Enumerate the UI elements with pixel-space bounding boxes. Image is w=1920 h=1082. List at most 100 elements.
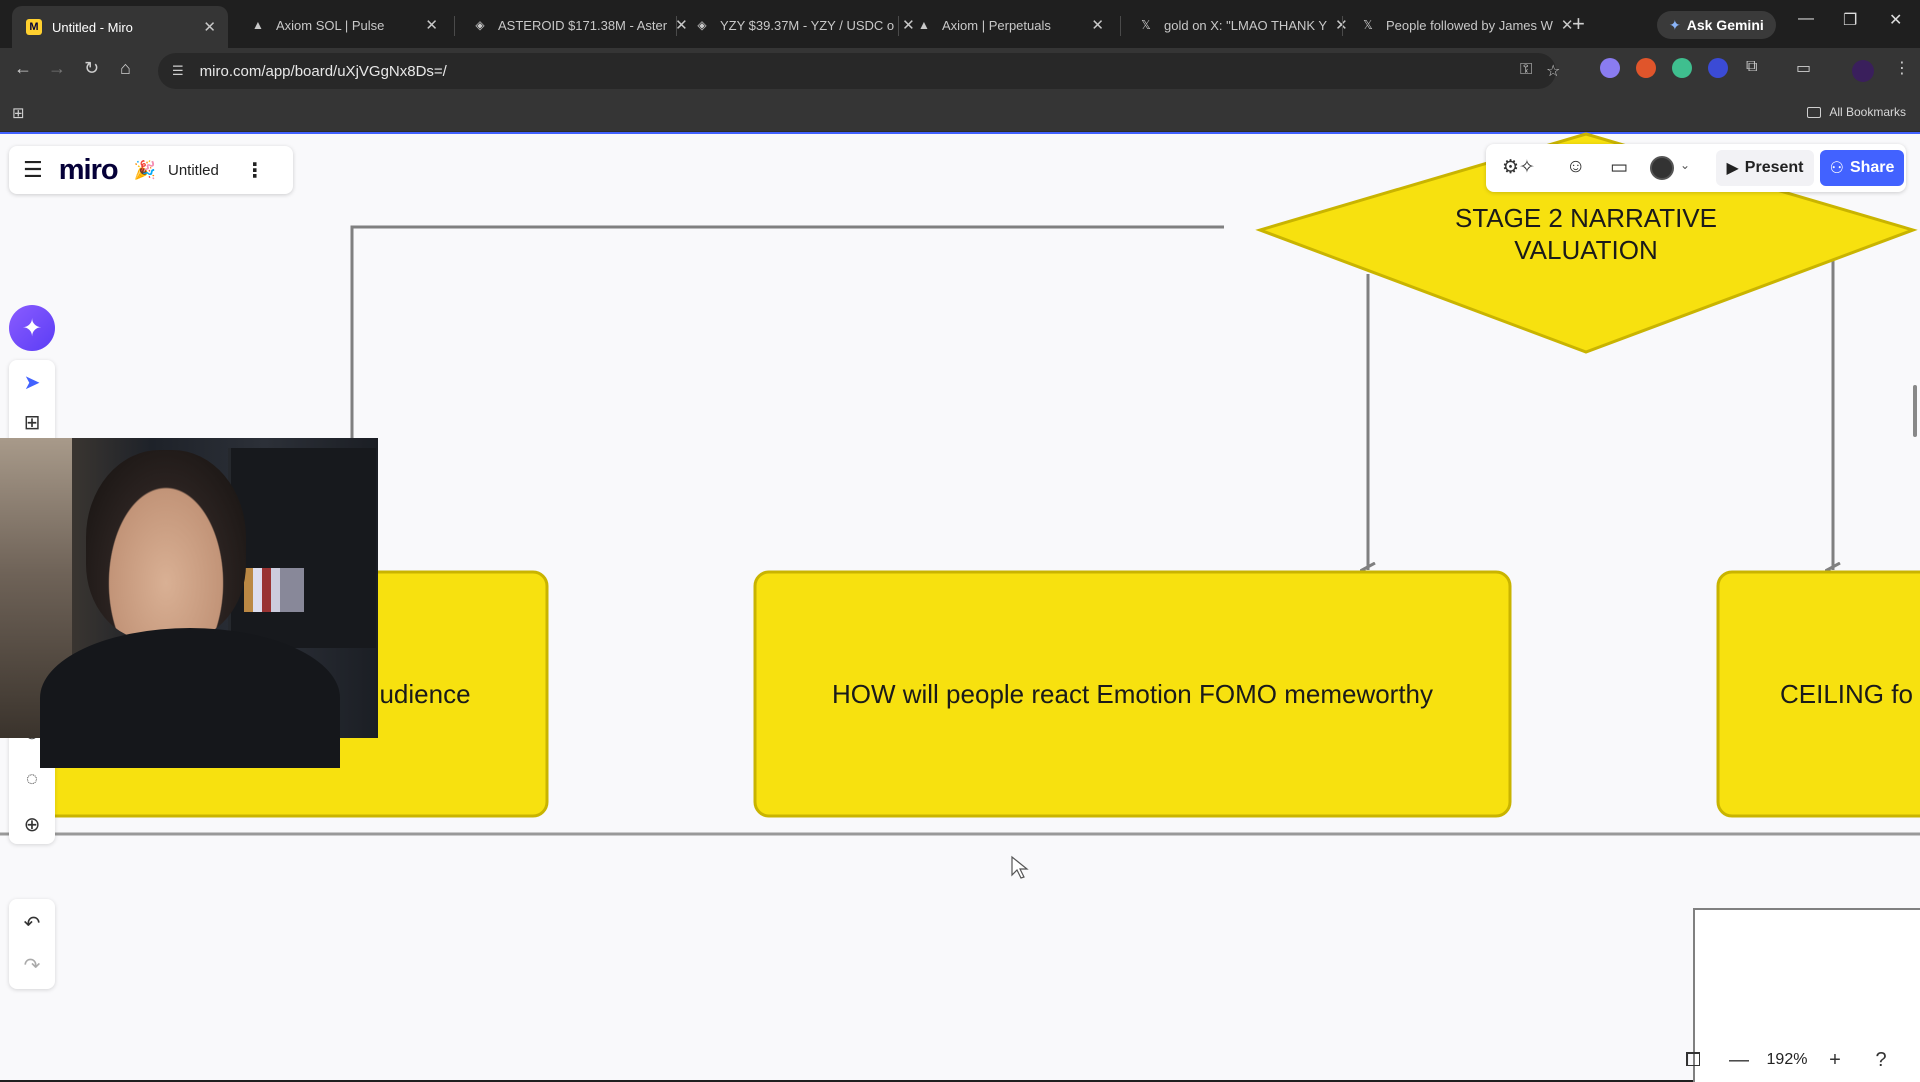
comments-icon[interactable]: ☺ [1566, 156, 1586, 177]
password-key-icon[interactable]: ⚿ [1520, 61, 1533, 78]
diamond-line-2: VALUATION [1514, 235, 1658, 265]
new-tab-button[interactable]: + [1572, 11, 1585, 36]
templates-icon[interactable]: ⊞ [23, 412, 41, 434]
tab-title: Axiom SOL | Pulse [276, 17, 385, 33]
tab-separator [676, 16, 677, 36]
vertical-scroll-indicator[interactable] [1913, 385, 1917, 437]
tab-asteroid[interactable]: ◈ ASTEROID $171.38M - Aster ✕ [458, 8, 687, 42]
ask-gemini-button[interactable]: ✦ Ask Gemini [1657, 11, 1776, 39]
webcam-person-body [40, 628, 340, 768]
close-icon[interactable]: ✕ [1560, 17, 1574, 34]
tab-separator [898, 16, 899, 36]
tab-axiom-perpetuals[interactable]: ▲ Axiom | Perpetuals ✕ [902, 8, 1116, 42]
video-call-icon[interactable]: ▭ [1610, 157, 1628, 178]
extension-fox-icon[interactable] [1636, 58, 1656, 78]
box-right-text: CEILING fo [1780, 678, 1913, 709]
present-button[interactable]: ▶ Present [1716, 150, 1814, 186]
extension-purple-icon[interactable] [1600, 58, 1620, 78]
back-arrow-icon[interactable]: ← [14, 58, 32, 78]
help-icon[interactable]: ? [1875, 1048, 1887, 1071]
miro-board-header: ☰ miro 🎉 Untitled ⋮ [9, 146, 293, 194]
tab-people-followed[interactable]: 𝕏 People followed by James W ✕ [1346, 8, 1573, 42]
share-user-icon: ⚇ [1829, 160, 1844, 177]
user-avatar[interactable] [1650, 156, 1674, 180]
close-icon[interactable]: ✕ [203, 19, 216, 36]
tab-axiom-pulse[interactable]: ▲ Axiom SOL | Pulse ✕ [236, 8, 450, 42]
select-cursor-icon[interactable]: ➤ [23, 372, 41, 394]
window-close-icon[interactable]: ✕ [1889, 12, 1903, 29]
apps-grid-icon[interactable]: ⊞ [12, 105, 25, 122]
extension-green-icon[interactable] [1672, 58, 1692, 78]
close-icon[interactable]: ✕ [1091, 17, 1104, 34]
profile-avatar-icon[interactable] [1852, 60, 1874, 82]
reading-list-icon[interactable]: ▭ [1796, 60, 1812, 77]
chevron-down-icon[interactable]: ⌄ [1680, 158, 1691, 172]
webcam-overlay [0, 438, 378, 768]
yzy-favicon-icon: ◈ [697, 18, 707, 32]
board-menu-icon[interactable]: ⋮ [244, 159, 265, 182]
play-icon: ▶ [1726, 160, 1739, 177]
ai-assist-icon[interactable]: ✦ [9, 305, 55, 351]
tab-separator [454, 16, 455, 36]
close-icon[interactable]: ✕ [902, 17, 915, 34]
x-favicon-icon: 𝕏 [1363, 18, 1373, 32]
zoom-out-icon[interactable]: — [1729, 1048, 1749, 1071]
tab-miro[interactable]: M Untitled - Miro ✕ [12, 6, 228, 48]
undo-icon[interactable]: ↶ [23, 913, 41, 935]
home-icon[interactable]: ⌂ [120, 58, 131, 78]
site-settings-icon[interactable]: ☰ [172, 63, 184, 78]
tab-gold-on-x[interactable]: 𝕏 gold on X: "LMAO THANK Y ✕ [1124, 8, 1348, 42]
hamburger-menu-icon[interactable]: ☰ [23, 157, 43, 182]
process-box-right[interactable] [1716, 570, 1920, 818]
add-more-icon[interactable]: ⊕ [23, 814, 41, 836]
connector-line[interactable] [350, 225, 1224, 478]
extension-shield-icon[interactable] [1708, 58, 1728, 78]
share-button[interactable]: ⚇ Share [1820, 150, 1904, 186]
redo-icon[interactable]: ↷ [23, 955, 41, 977]
folder-icon [1807, 106, 1822, 118]
close-icon[interactable]: ✕ [425, 17, 438, 34]
close-icon[interactable]: ✕ [675, 17, 688, 34]
collaboration-toolbar: ⚙✧ ☺ ▭ ⌄ ▶ Present ⚇ Share [1486, 144, 1906, 192]
board-name[interactable]: Untitled [168, 161, 219, 179]
frame-outline[interactable] [1693, 908, 1920, 1082]
zoom-level[interactable]: 192% [1766, 1051, 1808, 1068]
tab-separator [1120, 16, 1121, 36]
restore-icon[interactable]: ❐ [1843, 12, 1858, 29]
comment-icon[interactable]: ◌ [26, 768, 38, 790]
miro-board-canvas[interactable]: STAGE 2 NARRATIVE VALUATION udience HOW … [0, 132, 1920, 1082]
bookmark-star-icon[interactable]: ☆ [1546, 63, 1561, 80]
diamond-text: STAGE 2 NARRATIVE VALUATION [1360, 194, 1812, 274]
process-box-middle[interactable] [753, 570, 1512, 818]
ask-gemini-label: Ask Gemini [1686, 17, 1764, 33]
url-text[interactable]: miro.com/app/board/uXjVGgNx8Ds=/ [199, 62, 447, 80]
mouse-cursor-icon [1011, 855, 1029, 879]
tab-title: gold on X: "LMAO THANK Y [1164, 17, 1328, 33]
tab-title: YZY $39.37M - YZY / USDC o [720, 17, 895, 33]
all-bookmarks-label: All Bookmarks [1829, 105, 1906, 119]
box-left-text: udience [379, 678, 471, 709]
tab-yzy[interactable]: ◈ YZY $39.37M - YZY / USDC o ✕ [680, 8, 914, 42]
minimize-icon[interactable]: — [1798, 10, 1814, 27]
all-bookmarks-button[interactable]: All Bookmarks [1807, 105, 1906, 119]
extensions-puzzle-icon[interactable]: ⧉ [1746, 58, 1758, 75]
box-middle-text: HOW will people react Emotion FOMO memew… [831, 678, 1434, 709]
miro-logo[interactable]: miro [58, 153, 119, 186]
close-icon[interactable]: ✕ [1335, 16, 1348, 34]
miro-favicon-icon: M [26, 19, 42, 35]
diamond-line-1: STAGE 2 NARRATIVE [1455, 202, 1717, 233]
reload-icon[interactable]: ↻ [84, 58, 100, 78]
party-popper-icon[interactable]: 🎉 [133, 159, 156, 180]
tab-title: People followed by James W [1386, 17, 1553, 33]
reactions-icon[interactable]: ⚙✧ [1502, 157, 1535, 178]
tab-title: Untitled - Miro [52, 19, 133, 35]
zoom-controls: ⧠ — 192% + ? [1670, 1040, 1904, 1080]
forward-arrow-icon[interactable]: → [48, 58, 66, 78]
tab-separator [1342, 16, 1343, 36]
address-bar[interactable]: ☰ miro.com/app/board/uXjVGgNx8Ds=/ ⚿ ☆ [158, 53, 1560, 89]
browser-toolbar: ← → ↻ ⌂ ☰ miro.com/app/board/uXjVGgNx8Ds… [0, 48, 1920, 94]
browser-tab-strip: M Untitled - Miro ✕ ▲ Axiom SOL | Pulse … [0, 0, 1920, 48]
fit-to-screen-icon[interactable]: ⧠ [1685, 1048, 1701, 1071]
zoom-in-icon[interactable]: + [1829, 1048, 1841, 1071]
kebab-menu-icon[interactable]: ⋮ [1894, 60, 1910, 77]
